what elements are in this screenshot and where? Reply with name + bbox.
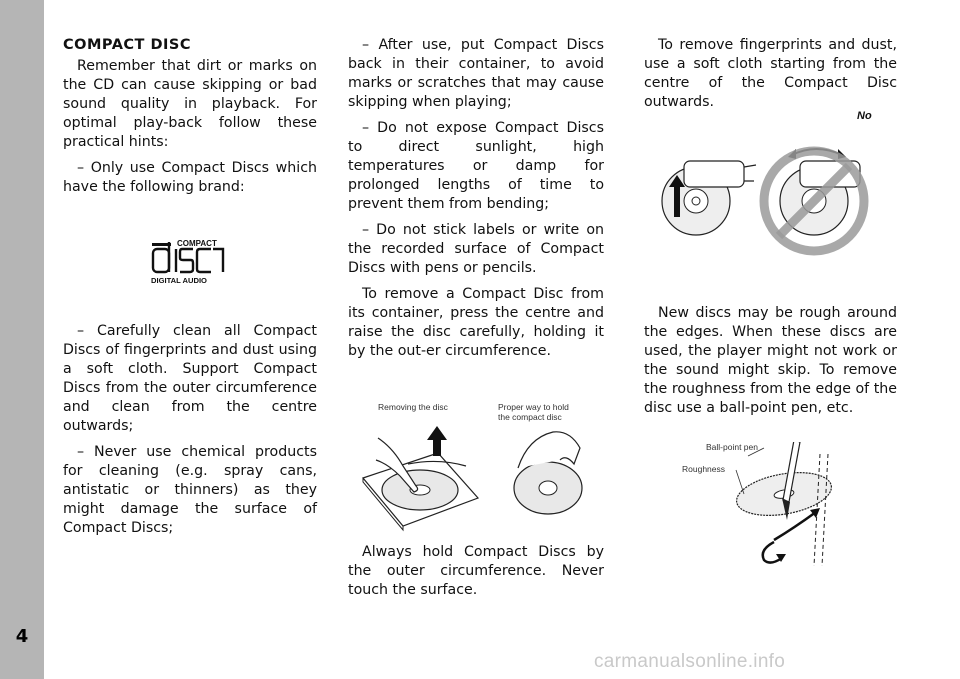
column-2: – After use, put Compact Discs back in t…: [348, 36, 604, 607]
cleaning-direction-figure: No: [644, 111, 897, 304]
fig-label-proper-hold-1: Proper way to hold: [498, 402, 569, 412]
roughness-illustration: [735, 442, 832, 567]
footer-watermark[interactable]: carmanualsonline.info: [594, 651, 786, 672]
fig-label-roughness: Roughness: [682, 464, 726, 474]
paragraph-intro: Remember that dirt or marks on the CD ca…: [63, 58, 317, 150]
paragraph-after-use: – After use, put Compact Discs back in t…: [348, 37, 604, 110]
chapter-number: 4: [15, 626, 29, 647]
chapter-sidebar: 4: [0, 0, 44, 679]
fig-label-no: No: [857, 110, 872, 122]
logo-compact-text: COMPACT: [177, 239, 217, 248]
cleaning-illustration: [661, 146, 869, 256]
paragraph-brand-hint: – Only use Compact Discs which have the …: [63, 160, 317, 195]
cd-logo-graphic: COMPACT DIGITAL AUDIO: [151, 239, 225, 285]
paragraph-cleaning: – Carefully clean all Compact Discs of f…: [63, 323, 317, 434]
fig-label-ball-point-pen: Ball-point pen: [706, 442, 758, 452]
column-1: COMPACT DISC Remember that dirt or marks…: [63, 36, 317, 545]
fig-label-removing: Removing the disc: [378, 402, 448, 412]
compact-disc-logo: COMPACT DIGITAL AUDIO: [63, 204, 317, 322]
fig-label-proper-hold-2: the compact disc: [498, 412, 562, 422]
roughness-removal-figure: Ball-point pen Roughness: [644, 442, 897, 592]
section-heading: COMPACT DISC: [63, 37, 192, 53]
paragraph-fingerprints: To remove fingerprints and dust, use a s…: [644, 37, 897, 110]
disc-handling-figure: Removing the disc Proper way to hold the…: [348, 368, 604, 543]
paragraph-labels: – Do not stick labels or write on the re…: [348, 222, 604, 276]
paragraph-sunlight: – Do not expose Compact Discs to direct …: [348, 120, 604, 212]
logo-digital-audio-text: DIGITAL AUDIO: [151, 276, 207, 285]
column-3: To remove fingerprints and dust, use a s…: [644, 36, 897, 592]
paragraph-rough-discs: New discs may be rough around the edges.…: [644, 305, 897, 416]
disc-handling-illustration: [361, 426, 583, 532]
paragraph-remove-disc: To remove a Compact Disc from its contai…: [348, 286, 604, 359]
paragraph-chemicals: – Never use chemical products for cleani…: [63, 444, 317, 536]
paragraph-hold-circumference: Always hold Compact Discs by the outer c…: [348, 544, 604, 598]
